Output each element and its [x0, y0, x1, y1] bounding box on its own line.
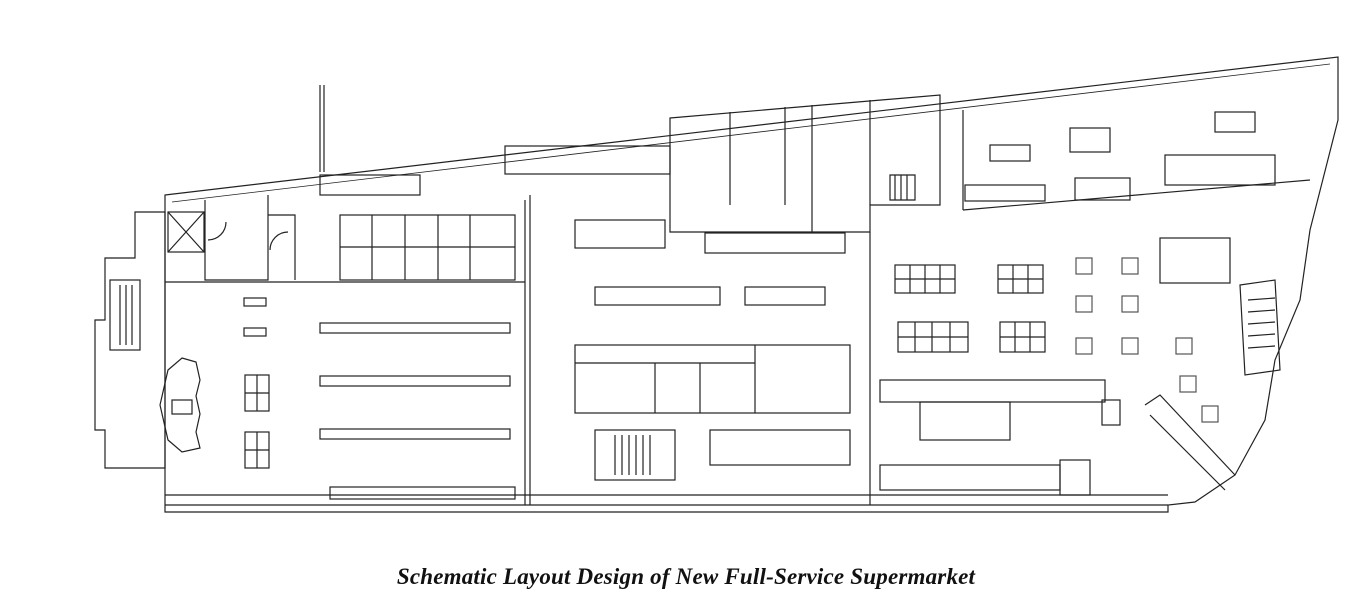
restroom-stair [889, 174, 916, 201]
gondola-aisle [319, 375, 511, 387]
kitchen-counter [879, 379, 1106, 403]
right-stair [1239, 279, 1281, 376]
office-desk [1164, 154, 1276, 186]
kitchen-equipment [1059, 459, 1091, 496]
door-swing [207, 221, 227, 241]
elevator-cross [167, 211, 205, 253]
door-swing [269, 231, 289, 251]
deli-room [574, 344, 851, 414]
entry-counter [171, 399, 193, 415]
island-case [594, 286, 721, 306]
office-table [1069, 127, 1111, 153]
gondola-aisle [319, 428, 511, 440]
register [243, 327, 267, 337]
left-entry-block [94, 211, 166, 469]
bakery-case [574, 219, 666, 249]
produce-dividers [340, 215, 515, 280]
wall-case [319, 174, 421, 196]
vent-pipe [319, 85, 325, 172]
kitchen-island [919, 401, 1011, 441]
storefront-glazing [1149, 414, 1226, 491]
checkout-grid [245, 375, 269, 468]
restroom-partitions [729, 100, 871, 232]
prep-room [709, 429, 851, 466]
booth-room [1159, 237, 1231, 284]
office-equipment [1214, 111, 1256, 133]
right-zone-wall [869, 110, 1311, 505]
kitchen-equipment [1101, 399, 1121, 426]
bottom-wall-case [329, 486, 516, 500]
office-desk [964, 184, 1046, 202]
office-table [1074, 177, 1131, 201]
dining-table-grid [894, 264, 1046, 353]
left-vestibule [109, 279, 141, 351]
building-inner-outline [171, 63, 1331, 203]
stair-core [594, 429, 676, 481]
stair-treads [614, 435, 651, 475]
island-case [744, 286, 826, 306]
back-room-walls-left [204, 195, 296, 281]
entry-lobby [159, 357, 201, 453]
kitchen-line [879, 464, 1061, 491]
deli-dividers [575, 345, 756, 413]
floor-plan-drawing [94, 56, 1339, 513]
register [243, 297, 267, 307]
curved-storefront [1144, 394, 1236, 476]
building-outline [164, 56, 1339, 513]
wall-case [504, 145, 671, 175]
left-stair [119, 285, 133, 345]
figure-caption: Schematic Layout Design of New Full-Serv… [396, 564, 976, 589]
elevator-box [167, 211, 205, 253]
gondola-aisle [319, 322, 511, 334]
bakery-case [704, 232, 846, 254]
cafe-tables [1075, 257, 1219, 423]
office-desk [989, 144, 1031, 162]
